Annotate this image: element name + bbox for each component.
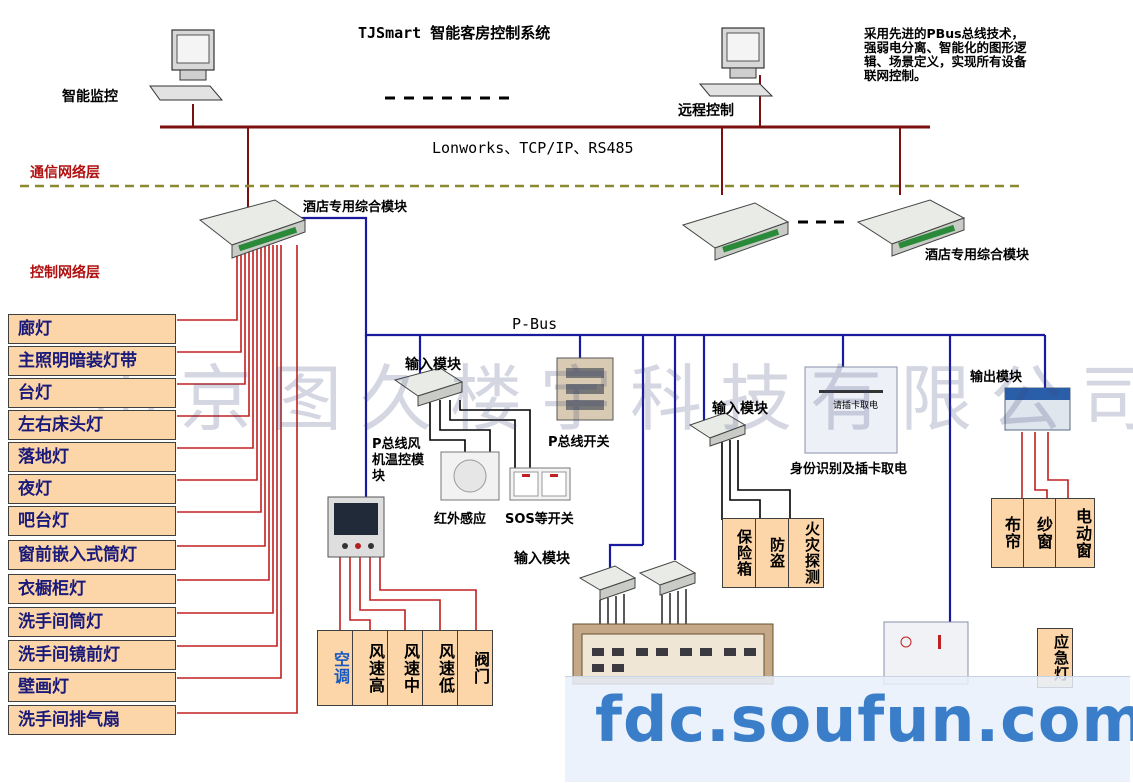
light-item: 主照明暗装灯带 — [8, 346, 176, 376]
infrared-label: 红外感应 — [434, 512, 487, 527]
pbus-label: P-Bus — [512, 315, 558, 333]
light-item: 夜灯 — [8, 474, 176, 504]
input-module-label-1: 输入模块 — [405, 357, 461, 373]
hvac-cell-aircon: 空调 — [317, 630, 353, 706]
output-module-graphic — [1004, 387, 1071, 431]
light-item: 左右床头灯 — [8, 410, 176, 440]
hotel-module-graphic-right-1 — [681, 202, 790, 261]
security-cell-safe: 保险箱 — [722, 518, 756, 588]
security-cell-theft: 防盗 — [755, 518, 789, 588]
pbus-wires — [300, 216, 1047, 625]
light-wires — [177, 245, 298, 714]
control-layer-label: 控制网络层 — [30, 265, 100, 281]
hvac-cell-mid: 风速中 — [387, 630, 423, 706]
input-module-graphic-3 — [578, 560, 697, 625]
sos-label: SOS等开关 — [505, 512, 574, 527]
watermark-text: 南京图久楼宇科技有限公司 — [90, 357, 1133, 441]
light-item: 吧台灯 — [8, 506, 176, 536]
output-cell-screen: 纱窗 — [1023, 498, 1056, 568]
hotel-module-graphic-right-2 — [856, 199, 966, 257]
pbus-switch-label: P总线开关 — [548, 435, 610, 450]
light-item: 窗前嵌入式筒灯 — [8, 540, 176, 570]
input-module-graphic-2 — [688, 412, 747, 447]
light-item: 廊灯 — [8, 314, 176, 344]
light-item: 台灯 — [8, 378, 176, 408]
light-item: 衣橱柜灯 — [8, 574, 176, 604]
card-reader-label: 身份识别及插卡取电 — [790, 462, 908, 477]
remote-label: 远程控制 — [678, 103, 734, 119]
input-module-label-3: 输入模块 — [514, 551, 570, 567]
light-item: 洗手间镜前灯 — [8, 640, 176, 670]
light-item: 洗手间排气扇 — [8, 705, 176, 735]
light-item: 壁画灯 — [8, 672, 176, 702]
light-item: 落地灯 — [8, 442, 176, 472]
input-module-graphic-1 — [393, 367, 464, 407]
wall-switch-graphic — [883, 621, 969, 685]
hotel-module-graphic-left — [198, 199, 307, 259]
output-module-label: 输出模块 — [970, 370, 1023, 385]
hvac-cell-high: 风速高 — [352, 630, 388, 706]
light-item: 洗手间筒灯 — [8, 607, 176, 637]
input-module-label-2: 输入模块 — [712, 401, 768, 417]
bedside-panel-graphic — [572, 623, 774, 685]
logo-overlay — [565, 676, 1130, 782]
pbus-fan-label: P总线风机温控模块 — [372, 437, 425, 484]
site-logo: fdc.soufun.com — [595, 683, 1133, 756]
system-description: 采用先进的PBus总线技术，强弱电分离、智能化的图形逻辑、场景定义，实现所有设备… — [864, 26, 1027, 83]
monitor-computer-graphic — [149, 29, 224, 101]
remote-computer-graphic — [698, 27, 774, 97]
network-layer-label: 通信网络层 — [30, 165, 100, 181]
thermostat-graphic — [327, 496, 385, 558]
output-cell-curtain: 布帘 — [991, 498, 1024, 568]
card-reader-graphic — [804, 366, 898, 454]
output-cell-window: 电动窗 — [1055, 498, 1095, 568]
protocol-label: Lonworks、TCP/IP、RS485 — [432, 139, 634, 157]
monitor-label: 智能监控 — [62, 89, 118, 105]
hvac-cell-low: 风速低 — [422, 630, 458, 706]
hvac-cell-valve: 阀门 — [457, 630, 493, 706]
pbus-switch-graphic — [556, 357, 614, 421]
page-title: TJSmart 智能客房控制系统 — [358, 24, 551, 42]
card-panel-text: 请插卡取电 — [833, 401, 879, 411]
hotel-module-left-label: 酒店专用综合模块 — [303, 200, 408, 215]
sos-switch-graphic — [509, 467, 571, 501]
security-cell-fire: 火灾探测 — [788, 518, 824, 588]
infrared-sensor-graphic — [440, 451, 500, 501]
hotel-module-right-label: 酒店专用综合模块 — [925, 248, 1030, 263]
